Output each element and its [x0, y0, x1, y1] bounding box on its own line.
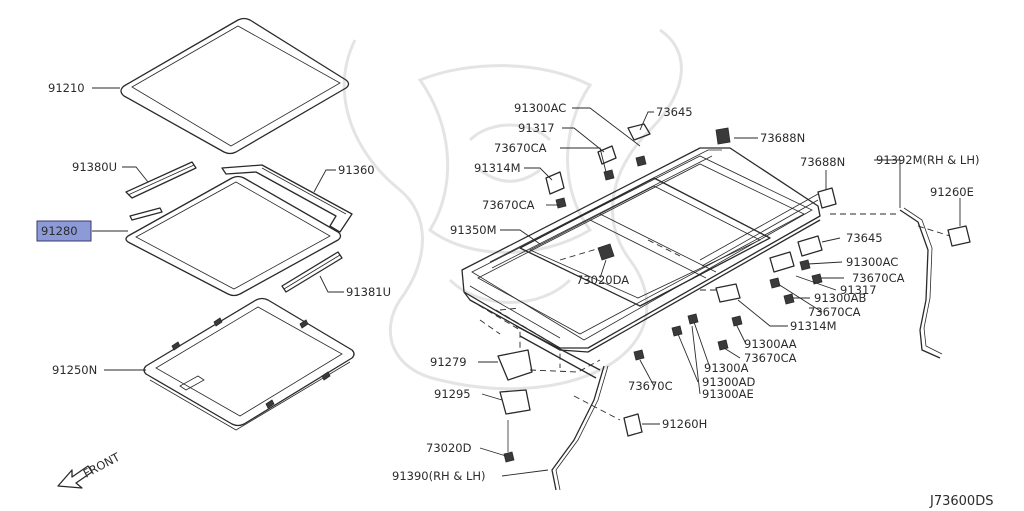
part-91280-deflector	[125, 175, 342, 297]
part-91381u-strip	[281, 251, 343, 293]
label-91314m-top: 91314M	[474, 161, 521, 175]
label-73645-top: 73645	[656, 105, 693, 119]
label-73670ca-bottom: 73670CA	[744, 351, 797, 365]
label-91210: 91210	[48, 81, 85, 95]
label-73688n-top: 73688N	[760, 131, 805, 145]
label-91280: 91280	[41, 224, 78, 238]
watermark-emblem	[342, 28, 683, 391]
label-91300ac-right: 91300AC	[846, 255, 898, 269]
label-91300a: 91300A	[704, 361, 749, 375]
label-91390: 91390(RH & LH)	[392, 469, 486, 483]
label-91360: 91360	[338, 163, 375, 177]
label-73020d: 73020D	[426, 441, 472, 455]
label-91300ad: 91300AD	[702, 375, 755, 389]
label-73688n-mid: 73688N	[800, 155, 845, 169]
part-91210-glass	[120, 17, 350, 155]
drain-hoses	[551, 207, 943, 491]
part-91250n-sunshade	[143, 297, 355, 431]
label-91314m-right: 91314M	[790, 319, 837, 333]
label-91300aa: 91300AA	[744, 337, 797, 351]
label-91317-right: 91317	[840, 283, 877, 297]
part-91380u-strip	[125, 161, 197, 199]
label-91381u: 91381U	[346, 285, 391, 299]
label-91317-top: 91317	[518, 121, 555, 135]
front-label: FRONT	[81, 449, 123, 480]
label-91300ae: 91300AE	[702, 387, 754, 401]
front-arrow	[57, 465, 93, 489]
label-91260h: 91260H	[662, 417, 707, 431]
label-91300ac-top: 91300AC	[514, 101, 566, 115]
label-91380u: 91380U	[72, 160, 117, 174]
dashed-reference-lines	[469, 213, 951, 421]
label-73020da: 73020DA	[576, 273, 629, 287]
label-73645-right: 73645	[846, 231, 883, 245]
label-73670c: 73670C	[628, 379, 673, 393]
label-91392m: 91392M(RH & LH)	[876, 153, 979, 167]
label-73670ca-left: 73670CA	[482, 198, 535, 212]
label-91295: 91295	[434, 387, 471, 401]
label-91250n: 91250N	[52, 363, 97, 377]
diagram-code: J73600DS	[929, 494, 993, 509]
label-91350m: 91350M	[450, 223, 497, 237]
hardware-pieces	[497, 123, 971, 463]
label-91300ab: 91300AB	[814, 291, 866, 305]
highlighted-part-box	[36, 220, 92, 242]
label-73670ca-right: 73670CA	[852, 271, 905, 285]
leader-lines	[92, 87, 961, 477]
part-91360-frame	[221, 164, 353, 233]
label-73670ca-lower: 73670CA	[808, 305, 861, 319]
label-73670ca-top: 73670CA	[494, 141, 547, 155]
part-91350m-frame-assembly	[461, 147, 821, 379]
label-91260e: 91260E	[930, 185, 974, 199]
label-91279: 91279	[430, 355, 467, 369]
